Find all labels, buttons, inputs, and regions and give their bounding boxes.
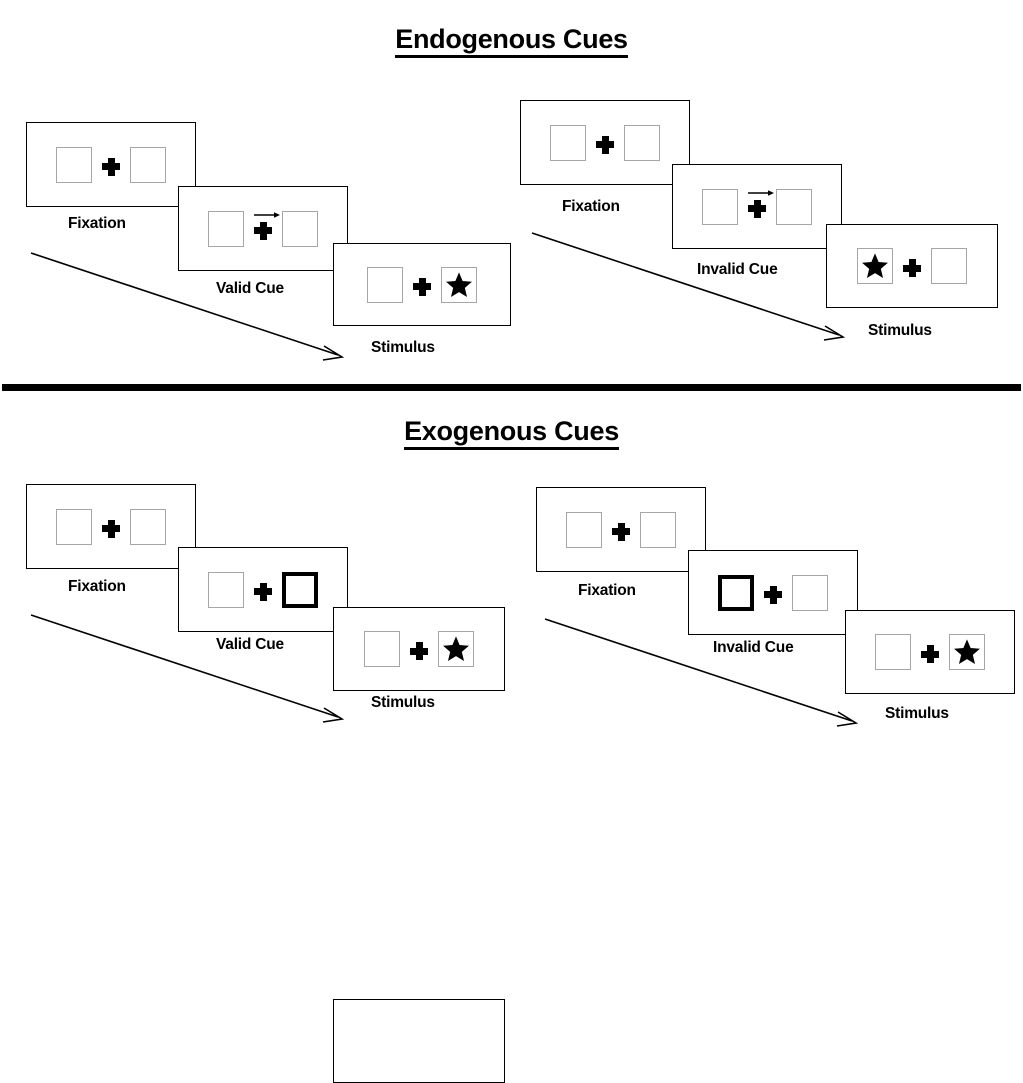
star-icon: [446, 271, 472, 297]
stimulus-box-right: [130, 508, 166, 545]
fixation-cross-icon: [747, 189, 774, 219]
fixation-cross-icon: [409, 637, 429, 661]
star-icon: [862, 253, 888, 279]
stimulus-box-right-target: [438, 631, 474, 667]
caption-endogenous-valid-stimulus: Stimulus: [371, 339, 435, 356]
stimulus-box-right: [130, 146, 166, 183]
caption-endogenous-invalid-stimulus: Stimulus: [868, 322, 932, 339]
time-arrow-endogenous-invalid: [531, 232, 846, 341]
caption-endogenous-valid-fixation: Fixation: [68, 215, 126, 232]
fixation-cross-icon: [902, 254, 922, 278]
time-arrow-exogenous-invalid: [544, 618, 859, 727]
stimulus-box-right: [776, 188, 812, 225]
panel-exogenous-valid-stimulus[interactable]: [333, 607, 505, 691]
stimulus-box-left: [367, 266, 403, 303]
arrow-right-cue-icon: [748, 189, 774, 196]
section-title-exogenous-text: Exogenous Cues: [404, 416, 619, 450]
fixation-cross-icon: [920, 640, 940, 664]
stimulus-box-right-target: [441, 266, 477, 303]
fixation-cross-icon: [412, 273, 432, 297]
panel-exogenous-invalid-cue[interactable]: [688, 550, 858, 635]
caption-endogenous-invalid-fixation: Fixation: [562, 198, 620, 215]
panel-endogenous-invalid-cue[interactable]: [672, 164, 842, 249]
fixation-cross-icon: [101, 515, 121, 539]
stimulus-box-left-target: [857, 248, 893, 284]
stimulus-box-right-target: [949, 634, 985, 670]
star-icon: [443, 636, 469, 662]
panel-exogenous-valid-stimulus[interactable]: [333, 999, 505, 1083]
stimulus-box-right: [624, 124, 660, 161]
stimulus-box-left: [875, 634, 911, 670]
stimulus-box-left: [208, 210, 244, 247]
panel-exogenous-invalid-stimulus[interactable]: [845, 610, 1015, 694]
section-title-endogenous-text: Endogenous Cues: [395, 24, 628, 58]
stimulus-box-left: [566, 511, 602, 548]
fixation-cross-icon: [763, 581, 783, 605]
panel-endogenous-valid-stimulus[interactable]: [333, 243, 511, 326]
panel-exogenous-valid-fixation[interactable]: [26, 484, 196, 569]
fixation-cross-icon: [595, 131, 615, 155]
panel-exogenous-valid-cue[interactable]: [178, 547, 348, 632]
fixation-cross-icon: [101, 153, 121, 177]
star-icon: [954, 639, 980, 665]
fixation-cross-icon: [253, 211, 280, 241]
stimulus-box-left: [56, 508, 92, 545]
stimulus-box-right-cued: [282, 571, 318, 608]
stimulus-box-right: [640, 511, 676, 548]
section-divider: [2, 384, 1021, 391]
stimulus-box-right: [792, 574, 828, 611]
panel-endogenous-valid-cue[interactable]: [178, 186, 348, 271]
stimulus-box-left: [56, 146, 92, 183]
arrow-right-cue-icon: [254, 211, 280, 218]
stimulus-box-left: [550, 124, 586, 161]
time-arrow-endogenous-valid: [30, 252, 345, 361]
fixation-cross-icon: [611, 518, 631, 542]
stimulus-box-left-cued: [718, 574, 754, 611]
fixation-cross-icon: [253, 578, 273, 602]
caption-exogenous-valid-fixation: Fixation: [68, 578, 126, 595]
caption-endogenous-invalid-cue: Invalid Cue: [697, 261, 778, 278]
panel-endogenous-valid-fixation[interactable]: [26, 122, 196, 207]
stimulus-box-right: [931, 248, 967, 284]
section-exogenous: Exogenous Cues Fixation Valid Cue: [0, 392, 1023, 1083]
caption-exogenous-valid-stimulus: Stimulus: [371, 694, 435, 711]
caption-exogenous-invalid-fixation: Fixation: [578, 582, 636, 599]
section-title-endogenous: Endogenous Cues: [0, 24, 1023, 58]
section-title-exogenous: Exogenous Cues: [0, 416, 1023, 450]
stimulus-box-left: [702, 188, 738, 225]
time-arrow-exogenous-valid: [30, 614, 345, 723]
caption-exogenous-invalid-cue: Invalid Cue: [713, 639, 794, 656]
caption-exogenous-invalid-stimulus: Stimulus: [885, 705, 949, 722]
panel-endogenous-invalid-stimulus[interactable]: [826, 224, 998, 308]
section-endogenous: Endogenous Cues Fixation Valid Cue: [0, 0, 1023, 388]
stimulus-box-right: [282, 210, 318, 247]
panel-endogenous-invalid-fixation[interactable]: [520, 100, 690, 185]
stimulus-box-left: [208, 571, 244, 608]
stimulus-box-left: [364, 631, 400, 667]
caption-endogenous-valid-cue: Valid Cue: [216, 280, 284, 297]
caption-exogenous-valid-cue: Valid Cue: [216, 636, 284, 653]
panel-exogenous-invalid-fixation[interactable]: [536, 487, 706, 572]
